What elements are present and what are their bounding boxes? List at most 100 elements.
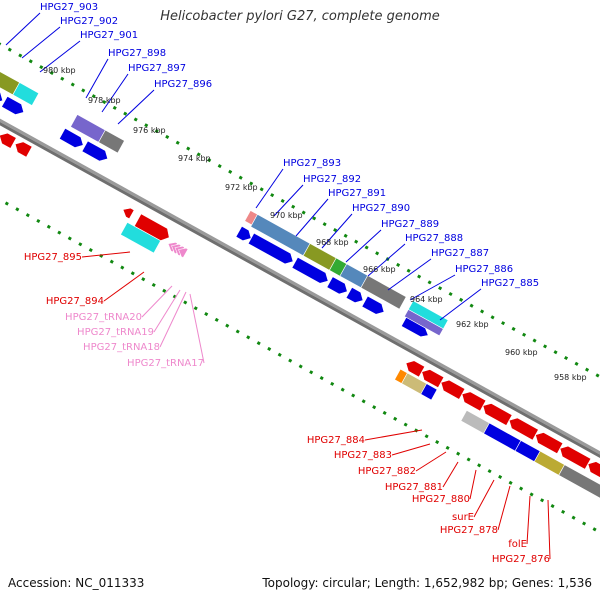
genome-backbone [0,118,600,459]
minus-gene-arrow [508,417,539,441]
plus-gene-arrow [81,140,109,162]
gene-label: HPG27_876 [492,554,550,565]
gene-label: HPG27_888 [405,233,463,244]
plus-gene-arrow [400,316,429,338]
gene-label: HPG27_tRNA18 [83,342,160,353]
leader-line [255,168,284,209]
gene-label: HPG27_tRNA17 [127,358,204,369]
minus-gene-arrow [14,141,33,158]
gene-label: HPG27_892 [303,174,361,185]
minus-gene-arrow [421,369,445,389]
minus-gene-arrow [559,445,592,470]
plus-gene-arrow [326,276,348,295]
gene-label: folE [508,539,527,550]
leader-line [321,213,353,249]
leader-line [189,293,205,364]
leader-line [367,243,406,277]
leader-line [39,40,81,73]
gene-label: HPG27_895 [24,252,82,263]
backbone-lower [0,122,600,459]
minus-gene-arrow [482,403,513,426]
gene-label: HPG27_898 [108,48,166,59]
leader-line [81,251,131,258]
leader-line [391,443,431,456]
tick-label: 966 kbp [363,265,396,274]
upper-dotted-guide [0,42,600,379]
leader-line [409,274,456,301]
tick-label: 970 kbp [270,211,303,220]
cds-bar [420,383,438,401]
gene-label: HPG27_883 [334,450,392,461]
tick-label: 960 kbp [505,348,538,357]
leader-line [345,229,382,263]
minus-gene-arrow [405,360,426,378]
gene-label: HPG27_885 [481,278,539,289]
cds-bar [12,82,40,106]
leader-line [101,73,129,113]
minus-gene-arrow [133,213,170,242]
genome-stats: Topology: circular; Length: 1,652,982 bp… [262,576,592,590]
tick-label: 974 kbp [178,154,211,163]
cds-bar [360,275,407,310]
gene-label: surE [452,512,474,523]
leader-line [439,288,482,321]
gene-label: HPG27_887 [431,248,489,259]
gene-label: HPG27_886 [455,264,513,275]
gene-label: HPG27_881 [385,482,443,493]
leader-line [159,291,187,348]
backbone-upper [0,118,600,455]
minus-gene-arrow [122,207,135,220]
tick-label: 976 kbp [133,126,166,135]
plus-gene-arrow [1,95,25,115]
plus-gene-arrow [291,256,329,284]
gene-label: HPG27_901 [80,30,138,41]
leader-line [469,469,477,500]
leader-line [526,495,531,545]
leader-line [497,485,511,531]
leader-line [21,26,61,59]
gene-label: HPG27_tRNA19 [77,327,154,338]
gene-label: HPG27_889 [381,219,439,230]
plus-gene-arrow [247,232,294,265]
leader-line [547,499,551,560]
minus-gene-arrow [535,432,564,455]
gene-label: HPG27_902 [60,16,118,27]
leader-line [85,58,109,99]
plus-gene-arrow [0,91,4,102]
gene-label: HPG27_880 [412,494,470,505]
leader-line [473,479,495,518]
leader-line [117,89,155,125]
gene-label: HPG27_903 [40,2,98,13]
cds-bar [533,450,566,476]
plus-gene-arrow [235,225,252,242]
leader-line [295,198,329,237]
leader-line [442,461,459,488]
gene-label: HPG27_897 [128,63,186,74]
label-leaders [5,12,551,560]
leader-line [364,429,423,441]
tick-label: 962 kbp [456,320,489,329]
gene-label: HPG27_884 [307,435,365,446]
gene-label: HPG27_tRNA20 [65,312,142,323]
leader-line [415,451,447,472]
lower-dotted-guide [0,198,600,535]
cds-bar [98,129,125,154]
minus-gene-arrow [587,461,600,478]
tick-label: 972 kbp [225,183,258,192]
dotted-guides [0,42,600,535]
gene-label: HPG27_882 [358,466,416,477]
accession-label: Accession: NC_011333 [8,576,145,590]
cds-bar [120,221,162,254]
leader-line [153,289,181,333]
gene-labels: HPG27_903HPG27_902HPG27_901HPG27_898HPG2… [24,2,550,565]
leader-line [141,285,173,318]
tick-label: 980 kbp [43,66,76,75]
plus-gene-arrow [345,286,364,304]
leader-line [387,258,432,291]
minus-gene-arrow [440,379,466,400]
map-title: Helicobacter pylori G27, complete genome [160,9,440,24]
plus-gene-arrow [58,127,84,148]
leader-line [273,184,304,217]
gene-label: HPG27_896 [154,79,212,90]
